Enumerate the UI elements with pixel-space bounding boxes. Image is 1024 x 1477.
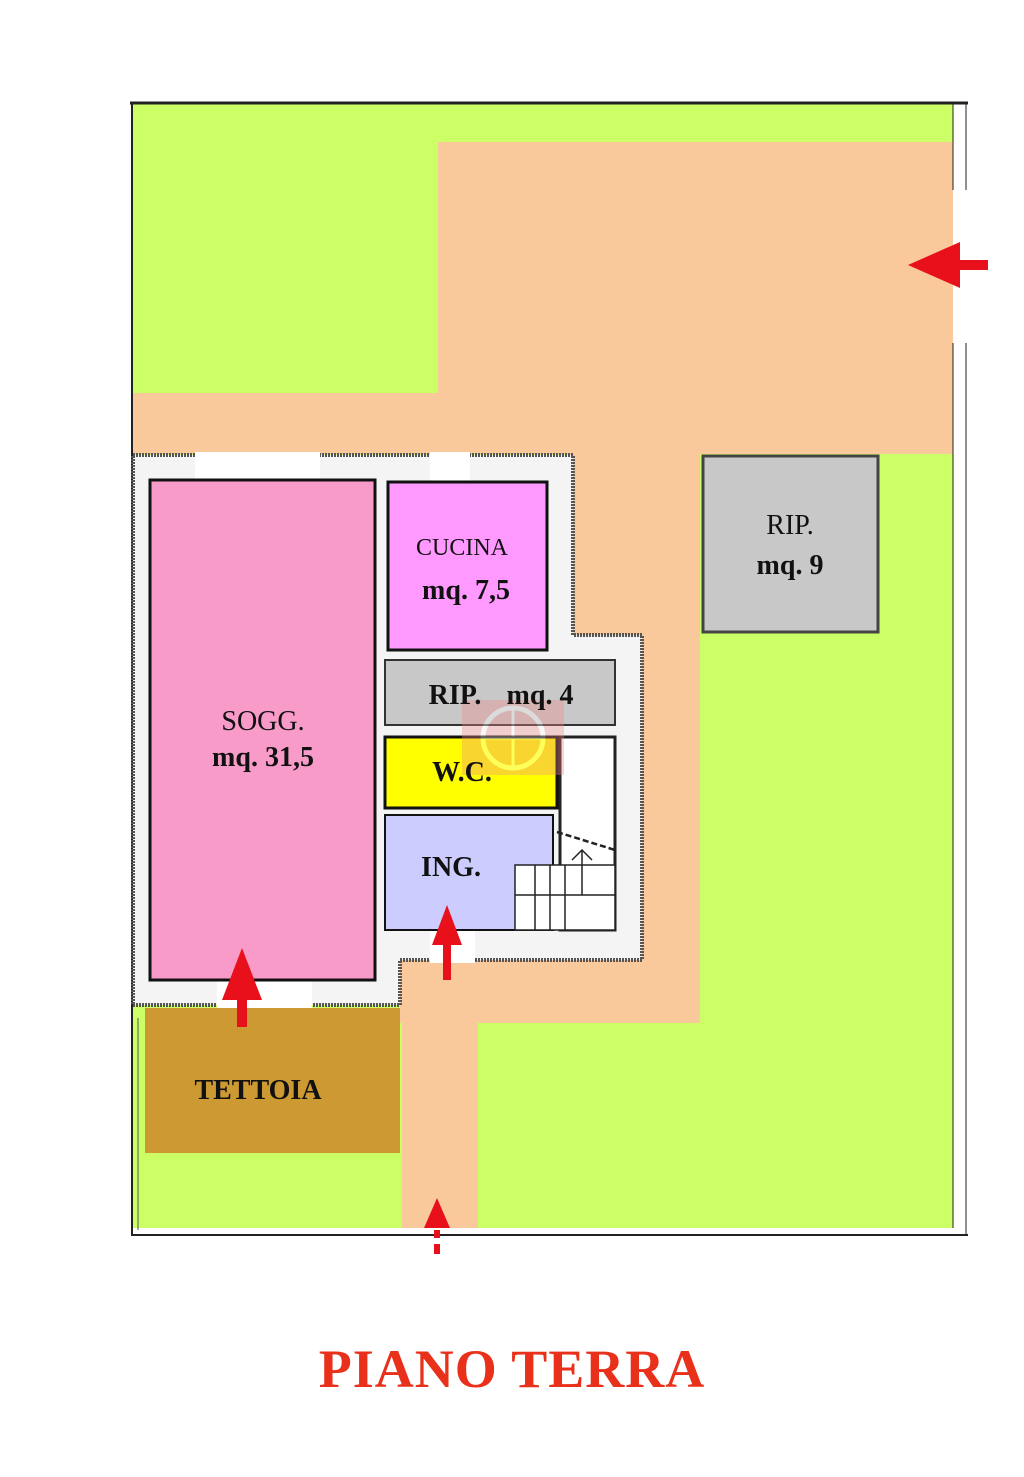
room-wc [383,735,559,810]
cucina-name: CUCINA [416,535,509,561]
entrance-arrow-gate-icon [424,1198,450,1254]
entrance-arrow-east-icon [908,242,988,288]
soggiorno-name: SOGG. [221,706,304,737]
floor-title: PIANO TERRA [318,1339,706,1399]
cucina-area: mq. 7,5 [422,575,510,606]
entrance-arrow-ingresso-icon [432,905,462,980]
room-ripostiglio-esterno [701,454,880,634]
staircase [514,735,617,932]
tettoia [145,1008,400,1153]
room-cucina [386,480,549,652]
room-soggiorno [148,478,377,982]
soggiorno-area: mq. 31,5 [212,742,314,773]
wc-name: W.C. [432,757,492,788]
ingresso-name: ING. [421,852,481,883]
ripostiglio-esterno-name: RIP. [766,510,813,541]
tettoia-name: TETTOIA [194,1075,322,1106]
ripostiglio-esterno-area: mq. 9 [757,550,824,581]
entrance-arrow-soggiorno-icon [222,948,262,1027]
watermark-globe-icon [462,700,564,775]
paved-path [133,142,953,1228]
room-ripostiglio-interno [384,659,616,726]
ripostiglio-interno-name: RIP. [429,680,482,711]
ripostiglio-interno-area: mq. 4 [507,680,574,711]
